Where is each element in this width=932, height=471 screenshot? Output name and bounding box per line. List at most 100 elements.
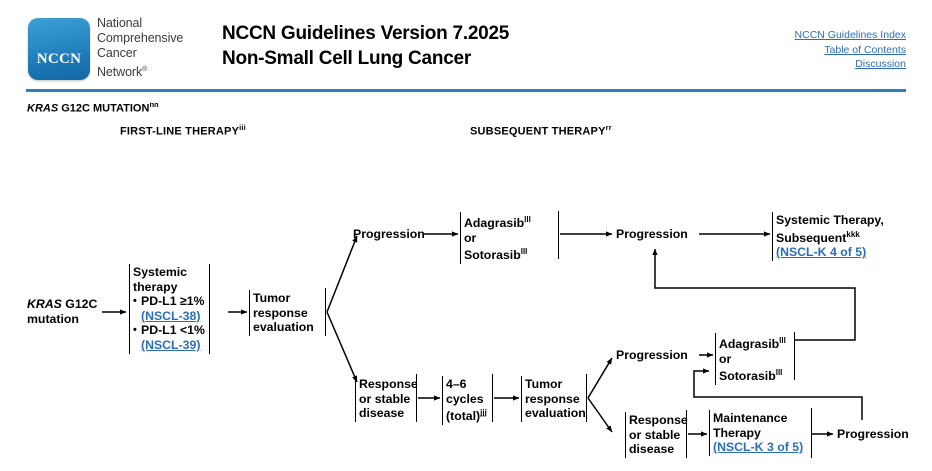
drugs-top-line3: Sotorasiblll (464, 245, 531, 263)
tumor2-line1: Tumor (525, 377, 563, 391)
node-systemic-therapy: Systemic therapy PD-L1 ≥1% (NSCL-38) PD-… (129, 264, 210, 354)
logo-word-cancer: Cancer (97, 46, 137, 61)
bracket-tumor-response-1-right (325, 288, 326, 336)
bracket-response-stable-1-right (416, 374, 417, 422)
cycles-line1: 4–6 (446, 377, 467, 391)
resp1-line3: disease (359, 406, 405, 421)
systemic-bullet-list: PD-L1 ≥1% (NSCL-38) PD-L1 <1% (NSCL-39) (133, 294, 205, 352)
link-discussion[interactable]: Discussion (855, 58, 906, 70)
subsequent-footnote: kkk (846, 229, 860, 239)
resp1-line1: Response (359, 377, 418, 391)
column-heading-subsequent-footnote: rr (605, 123, 612, 132)
node-progression-bottom: Progression (837, 427, 909, 441)
column-heading-subsequent-therapy: SUBSEQUENT THERAPYrr (470, 123, 612, 138)
section-title-footnote: nn (149, 100, 159, 109)
subsequent-line1: Systemic Therapy, (776, 213, 884, 227)
bracket-tumor-response-2-right (586, 374, 587, 422)
link-nscl-39[interactable]: (NSCL-39) (141, 337, 201, 352)
node-response-or-stable-disease-2: Response or stable disease (625, 412, 690, 458)
column-heading-subsequent-label: SUBSEQUENT THERAPY (470, 125, 606, 138)
section-title-rest: G12C MUTATION (58, 102, 150, 115)
page-title: NCCN Guidelines Version 7.2025 Non-Small… (222, 22, 509, 71)
systemic-bullet-pdl1-low: PD-L1 <1% (NSCL-39) (133, 323, 205, 352)
systemic-bullet-pdl1-low-label: PD-L1 <1% (141, 323, 205, 338)
page-title-line2: Non-Small Cell Lung Cancer (222, 47, 471, 69)
node-tumor-response-evaluation-1: Tumor response evaluation (249, 290, 316, 336)
nccn-logo-wordmark: National Comprehensive Cancer Network® (97, 16, 183, 80)
page-title-line1: NCCN Guidelines Version 7.2025 (222, 23, 510, 44)
bracket-response-stable-2-right (686, 410, 687, 458)
logo-word-network: Network® (97, 62, 183, 80)
systemic-line2: therapy (133, 279, 178, 294)
column-heading-first-line-label: FIRST-LINE THERAPY (120, 125, 240, 138)
subsequent-line2-label: Subsequent (776, 230, 847, 245)
resp2-line3: disease (629, 442, 675, 457)
link-table-of-contents[interactable]: Table of Contents (824, 43, 906, 56)
drugs-lower-line3: Sotorasiblll (719, 366, 786, 384)
logo-word-network-text: Network (97, 64, 143, 79)
link-nscl-k-4-of-5[interactable]: (NSCL-K 4 of 5) (776, 245, 867, 260)
header-divider (26, 89, 906, 92)
tumor2-line3: evaluation (525, 406, 586, 421)
systemic-bullet-pdl1-high-label: PD-L1 ≥1% (141, 294, 205, 309)
logo-word-comprehensive: Comprehensive (97, 31, 184, 46)
link-guidelines-index[interactable]: NCCN Guidelines Index (794, 29, 906, 41)
node-drugs-top: Adagrasiblll or Sotorasiblll (460, 212, 533, 264)
drugs-top-line2: or (464, 230, 477, 245)
drugs-lower-adagrasib: Adagrasib (719, 337, 780, 352)
node-response-or-stable-disease-1: Response or stable disease (355, 376, 420, 422)
drugs-lower-line1: Adagrasiblll (719, 334, 786, 352)
resp2-line2: or stable (629, 427, 681, 442)
link-nscl-k-3-of-5[interactable]: (NSCL-K 3 of 5) (713, 440, 804, 455)
drugs-top-adagrasib-footnote: lll (524, 215, 531, 224)
drugs-lower-sotorasib: Sotorasib (719, 369, 776, 384)
node-systemic-therapy-subsequent: Systemic Therapy, Subsequentkkk (NSCL-K … (772, 212, 886, 261)
tumor1-line2: response (253, 305, 308, 320)
node-tumor-response-evaluation-2: Tumor response evaluation (521, 376, 588, 422)
logo-word-national: National (97, 16, 143, 30)
nccn-logo: NCCN (28, 18, 90, 80)
systemic-bullet-pdl1-high: PD-L1 ≥1% (NSCL-38) (133, 294, 205, 323)
link-nscl-38[interactable]: (NSCL-38) (141, 308, 201, 323)
resp2-line1: Response (629, 413, 688, 427)
section-title-gene: KRAS (27, 102, 59, 115)
bracket-cycles-right (492, 374, 493, 422)
start-line1: KRAS G12C (27, 297, 97, 312)
node-progression-mid: Progression (616, 227, 688, 241)
drugs-lower-adagrasib-footnote: lll (779, 336, 786, 345)
drugs-lower-sotorasib-footnote: lll (775, 368, 783, 378)
column-heading-first-line-therapy: FIRST-LINE THERAPYiii (120, 123, 246, 138)
tumor2-line2: response (525, 391, 580, 406)
tumor1-line1: Tumor (253, 291, 291, 305)
registered-mark: ® (142, 65, 148, 73)
bracket-drugs-top-right (558, 211, 559, 259)
page-header: NCCN National Comprehensive Cancer Netwo… (0, 0, 932, 92)
header-link-list: NCCN Guidelines Index Table of Contents … (795, 28, 906, 72)
cycles-line3: (total)jjj (446, 406, 487, 424)
column-heading-first-line-footnote: iii (239, 123, 246, 132)
cycles-line2: cycles (446, 391, 484, 406)
node-drugs-lower: Adagrasiblll or Sotorasiblll (715, 333, 788, 385)
start-line2: mutation (27, 311, 79, 326)
drugs-top-sotorasib-footnote: lll (520, 247, 528, 257)
bracket-maintenance-right (811, 408, 812, 458)
drugs-top-sotorasib: Sotorasib (464, 248, 521, 263)
maintenance-line2: Therapy (713, 425, 761, 440)
bracket-drugs-lower-right (794, 332, 795, 380)
node-kras-mutation-start: KRAS G12C mutation (27, 297, 97, 326)
systemic-line1: Systemic (133, 265, 188, 279)
node-cycles-total: 4–6 cycles (total)jjj (442, 376, 489, 425)
node-progression-top: Progression (353, 227, 425, 241)
section-title-kras-mutation: KRAS G12C MUTATIONnn (27, 100, 159, 115)
cycles-line3-label: (total) (446, 409, 481, 424)
start-gene: KRAS (27, 297, 62, 311)
maintenance-line1: Maintenance (713, 411, 788, 425)
node-maintenance-therapy: Maintenance Therapy (NSCL-K 3 of 5) (709, 410, 805, 456)
resp1-line2: or stable (359, 391, 411, 406)
cycles-footnote: jjj (480, 408, 487, 418)
drugs-top-line1: Adagrasiblll (464, 213, 531, 231)
node-progression-lower: Progression (616, 348, 688, 362)
subsequent-line2: Subsequentkkk (776, 228, 884, 246)
tumor1-line3: evaluation (253, 320, 314, 335)
